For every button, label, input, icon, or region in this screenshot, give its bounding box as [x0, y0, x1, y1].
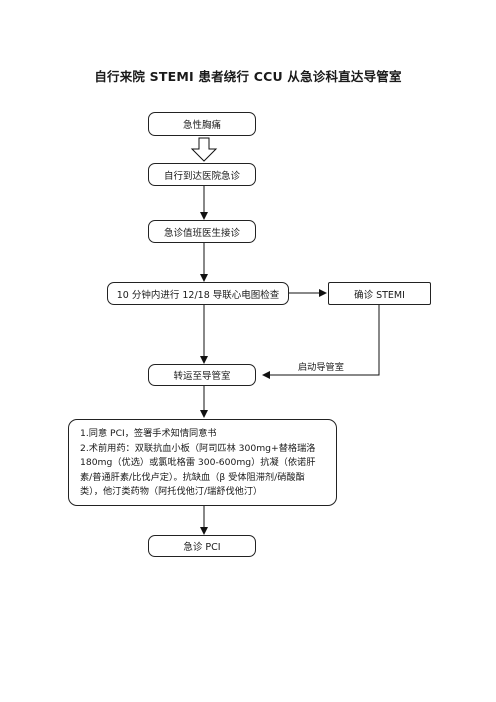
node-pci: 急诊 PCI [148, 535, 256, 557]
pre-procedure-note: 1.同意 PCI，签署手术知情同意书 2.术前用药：双联抗血小板（阿司匹林 30… [68, 419, 337, 506]
node-er-doctor: 急诊值班医生接诊 [148, 220, 256, 243]
node-self-arrival: 自行到达医院急诊 [148, 163, 256, 186]
note-line-medication: 2.术前用药：双联抗血小板（阿司匹林 300mg+替格瑞洛 180mg（优选）或… [80, 442, 316, 498]
page-title: 自行来院 STEMI 患者绕行 CCU 从急诊科直达导管室 [94, 69, 402, 84]
node-chest-pain: 急性胸痛 [148, 112, 256, 136]
note-line-consent: 1.同意 PCI，签署手术知情同意书 [80, 428, 217, 439]
node-transfer: 转运至导管室 [148, 364, 256, 386]
hollow-down-arrow [190, 137, 218, 162]
arrow-diagnosis-to-transfer [262, 305, 380, 379]
edge-label-activate: 启动导管室 [298, 362, 344, 373]
node-diagnosis: 确诊 STEMI [328, 282, 431, 305]
node-ecg: 10 分钟内进行 12/18 导联心电图检查 [107, 282, 289, 305]
